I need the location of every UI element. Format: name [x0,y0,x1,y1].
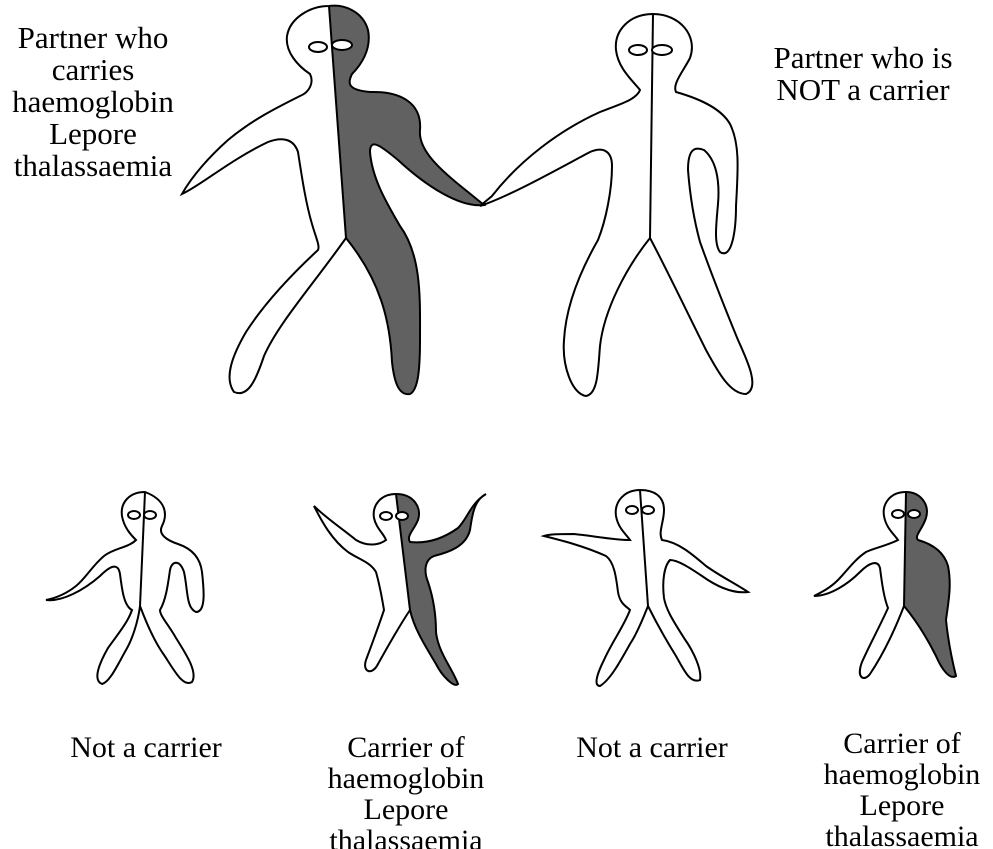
child-2-label: Carrier of haemoglobin Lepore thalassaem… [300,732,512,849]
label-line: Lepore [300,794,512,825]
label-line: haemoglobin [808,759,993,790]
child-2-shaded-half [396,494,486,685]
label-line: Carrier of [808,728,993,759]
child-4-eye-left [892,510,904,518]
parent-noncarrier-label: Partner who is NOT a carrier [752,42,974,106]
label-line: Partner who [0,22,186,54]
label-line: Not a carrier [40,732,252,763]
child-3-label: Not a carrier [546,732,758,763]
child-2-eye-right [396,512,408,520]
child-1-label: Not a carrier [40,732,252,763]
child-4-figure [814,492,956,678]
label-line: thalassaemia [300,825,512,849]
parent-carrier-label: Partner who carries haemoglobin Lepore t… [0,22,186,182]
child-2-figure [314,494,486,685]
parent-carrier-eye-right [332,40,352,50]
child-1-eye-left [128,511,140,519]
label-line: thalassaemia [0,150,186,182]
parent-carrier-eye-left [309,42,327,52]
child-4-eye-right [908,510,920,518]
label-line: Partner who is [752,42,974,74]
child-3-eye-left [626,506,638,514]
parent-carrier-shaded-half [329,6,484,394]
child-1-outline [46,492,204,684]
child-3-eye-right [642,506,654,514]
parent-noncarrier-figure [480,14,752,396]
label-line: Carrier of [300,732,512,763]
child-4-label: Carrier of haemoglobin Lepore thalassaem… [808,728,993,849]
label-line: NOT a carrier [752,74,974,106]
child-3-figure [544,490,748,686]
child-4-shaded-half [904,492,956,677]
label-line: haemoglobin [0,86,186,118]
child-1-figure [46,492,204,684]
label-line: Not a carrier [546,732,758,763]
label-line: Lepore [808,790,993,821]
parent-noncarrier-eye-left [629,45,647,55]
child-1-eye-right [144,511,156,519]
child-2-eye-left [380,512,392,520]
label-line: thalassaemia [808,821,993,849]
label-line: haemoglobin [300,763,512,794]
label-line: carries [0,54,186,86]
parent-noncarrier-eye-right [652,45,672,55]
parent-carrier-figure [182,6,484,394]
parent-noncarrier-outline [480,14,752,396]
label-line: Lepore [0,118,186,150]
